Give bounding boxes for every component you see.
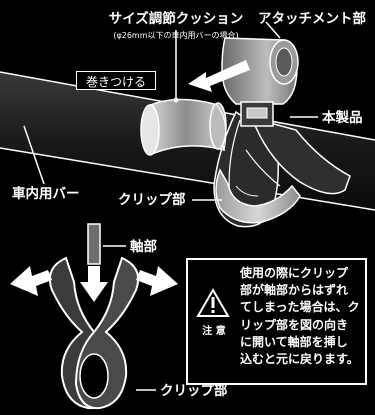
shaft bbox=[87, 223, 101, 265]
caution-icon bbox=[196, 287, 230, 317]
label-clip-top: クリップ部 bbox=[118, 191, 186, 208]
label-wrap: 巻きつける bbox=[85, 75, 146, 89]
wrap-tag-frame bbox=[76, 71, 156, 90]
size-cushion bbox=[140, 98, 227, 156]
insert-arrow bbox=[188, 60, 250, 92]
label-attachment: アタッチメント部 bbox=[258, 10, 366, 27]
label-size-cushion-note: (φ26mm以下の車内用バーの場合) bbox=[113, 30, 238, 40]
right-arrow bbox=[136, 266, 178, 296]
left-arrow bbox=[10, 266, 52, 296]
attachment-part bbox=[221, 37, 299, 127]
label-car-bar: 車内用バー bbox=[12, 185, 80, 202]
caution-label: 注 意 bbox=[202, 326, 226, 337]
caution-box bbox=[186, 258, 367, 385]
label-size-cushion: サイズ調節クッション bbox=[109, 10, 244, 27]
leader-lines bbox=[23, 21, 318, 391]
clip-part-bottom bbox=[48, 256, 140, 410]
label-clip-bottom: クリップ部 bbox=[160, 382, 228, 399]
caution-text: 使用の際にクリップ 部が軸部からはずれ てしまった場合は、ク リップ部を図の向き… bbox=[240, 266, 360, 367]
down-arrow bbox=[80, 266, 108, 302]
clip-part-top bbox=[215, 168, 301, 224]
label-main-body: 本製品 bbox=[322, 109, 363, 126]
label-shaft: 軸部 bbox=[130, 238, 157, 255]
